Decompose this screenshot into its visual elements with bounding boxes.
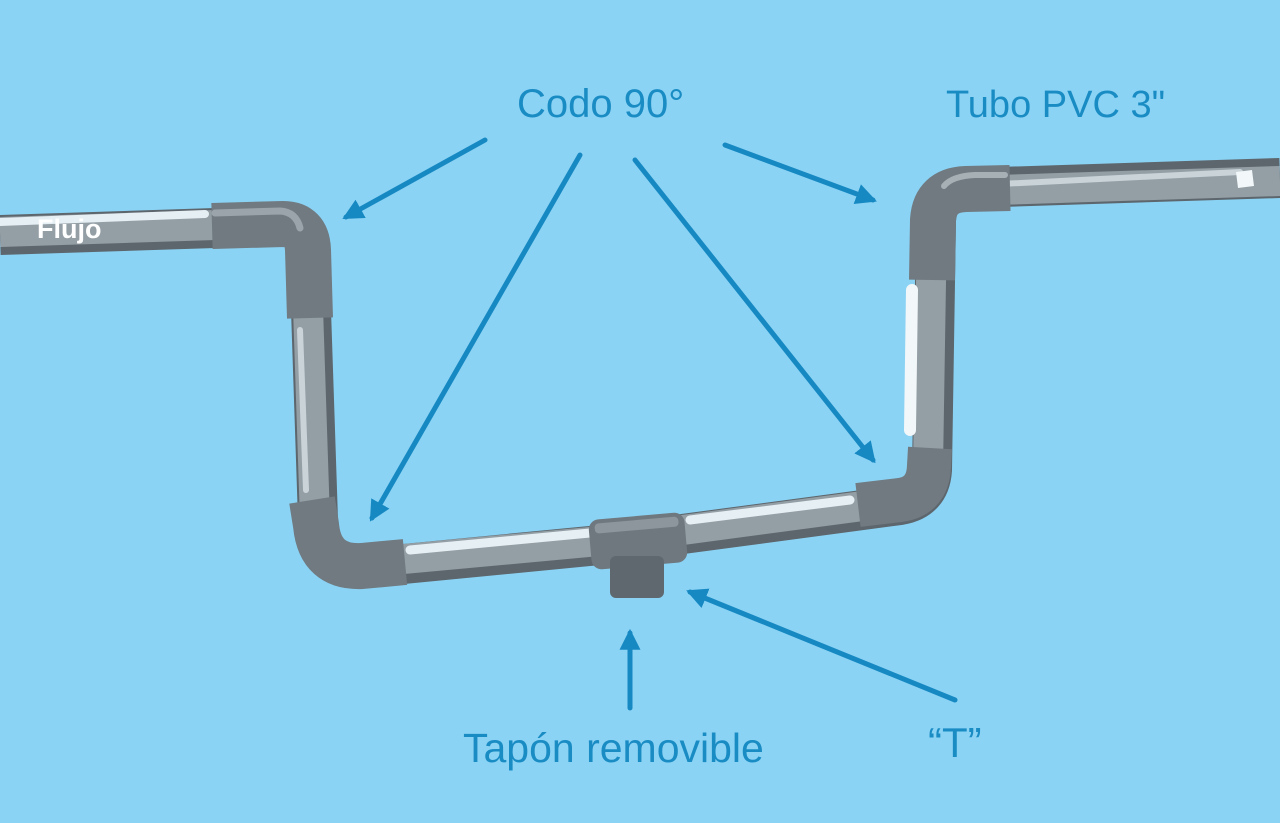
plug-label: Tapón removible xyxy=(463,725,764,771)
elbow-fitting-bottom-right xyxy=(855,444,952,527)
callout-arrows xyxy=(342,137,958,711)
pipe-highlight-left-vertical xyxy=(297,327,309,493)
elbow-fitting-top-right xyxy=(909,165,1011,281)
tee-label: “T” xyxy=(928,719,982,766)
pipe-highlight-inlet xyxy=(0,210,209,226)
pipe-highlight-bottom-right xyxy=(685,495,855,525)
pipe-arrow xyxy=(722,142,877,204)
pipe-run xyxy=(0,166,1280,579)
flow-label: Flujo xyxy=(37,214,102,244)
elbow-fitting-top-left xyxy=(211,201,333,319)
pipe-highlight-outlet xyxy=(997,169,1243,187)
tee-fitting xyxy=(588,512,688,598)
pipe-assembly xyxy=(0,158,1280,598)
elbow-arrow-bottom-right xyxy=(632,157,876,464)
elbow-label: Codo 90° xyxy=(517,82,685,126)
tee-arrow xyxy=(686,588,958,703)
elbow-fitting-bottom-left xyxy=(289,496,408,590)
elbow-arrow-bottom-left xyxy=(369,152,583,522)
elbow-arrow-top-left xyxy=(342,137,488,220)
pipe-highlight-right-vertical xyxy=(904,284,918,436)
pipe-outlet-end xyxy=(1236,170,1254,188)
pipe-highlight-bottom-left xyxy=(405,528,595,555)
pipe-label: Tubo PVC 3" xyxy=(946,84,1166,126)
